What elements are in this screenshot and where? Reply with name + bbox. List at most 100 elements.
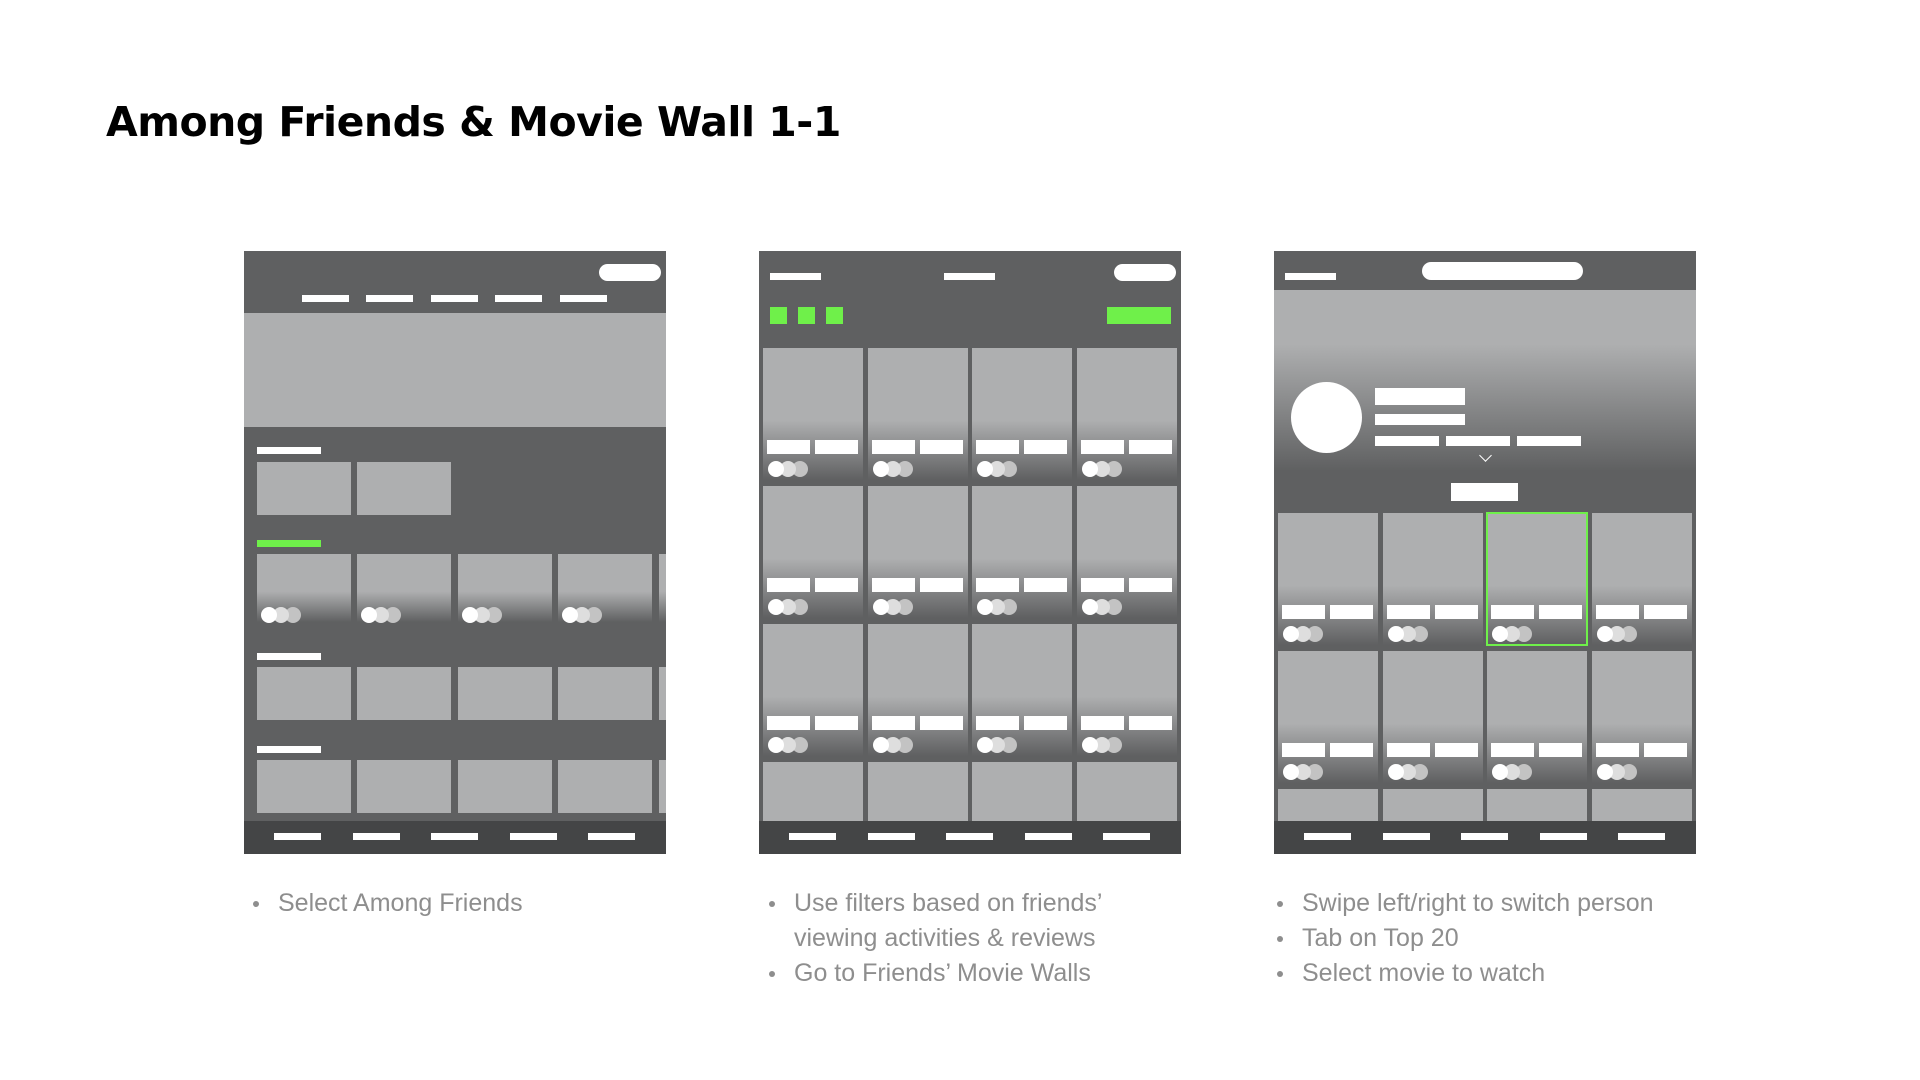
nav-tab[interactable]	[431, 295, 478, 302]
note-item: Go to Friends’ Movie Walls	[764, 956, 1102, 991]
thumbnail[interactable]	[357, 462, 451, 515]
movie-tile[interactable]	[1487, 789, 1587, 822]
movie-tile[interactable]	[1077, 762, 1177, 822]
movie-tile[interactable]	[763, 762, 863, 822]
friend-avatars	[1082, 599, 1128, 615]
bottom-nav-item[interactable]	[1618, 833, 1665, 840]
thumbnail[interactable]	[659, 760, 666, 813]
friend-avatars	[1597, 626, 1643, 642]
note-item-continued: viewing activities & reviews	[794, 924, 1096, 952]
movie-tile[interactable]	[868, 762, 968, 822]
nav-tab[interactable]	[560, 295, 607, 302]
section-heading	[257, 653, 321, 660]
movie-tile[interactable]	[1486, 512, 1588, 646]
friend-avatars	[977, 599, 1023, 615]
bottom-nav-item[interactable]	[1461, 833, 1508, 840]
friend-avatars	[1283, 626, 1329, 642]
movie-tile[interactable]	[1487, 651, 1587, 783]
bottom-nav-item[interactable]	[274, 833, 321, 840]
search-pill[interactable]	[599, 264, 661, 281]
thumbnail[interactable]	[257, 462, 351, 515]
thumbnail[interactable]	[458, 667, 552, 720]
tile-label	[1596, 605, 1639, 619]
filter-chip[interactable]	[798, 307, 815, 324]
among-friends-heading[interactable]	[257, 540, 321, 547]
wireframe-friends-filter-grid	[759, 251, 1181, 854]
movie-tile[interactable]	[1383, 789, 1483, 822]
bottom-nav-item[interactable]	[431, 833, 478, 840]
friend-avatars	[1597, 764, 1643, 780]
nav-tab[interactable]	[495, 295, 542, 302]
bottom-nav	[759, 821, 1181, 854]
back-link[interactable]	[1285, 273, 1336, 280]
movie-tile[interactable]	[1592, 789, 1692, 822]
filter-button[interactable]	[1107, 307, 1171, 324]
movie-tile[interactable]	[1278, 651, 1378, 783]
movie-tile[interactable]	[868, 486, 968, 618]
movie-tile[interactable]	[1383, 651, 1483, 783]
friend-avatars	[873, 599, 919, 615]
movie-tile[interactable]	[972, 762, 1072, 822]
movie-tile[interactable]	[1592, 513, 1692, 645]
movie-tile[interactable]	[1077, 348, 1177, 480]
tile-label	[1129, 440, 1172, 454]
friend-avatars	[261, 607, 307, 623]
profile-stat	[1517, 436, 1581, 446]
top-20-tab[interactable]	[1451, 483, 1518, 501]
tile-label	[1081, 440, 1124, 454]
movie-tile[interactable]	[1077, 486, 1177, 618]
note-item: Use filters based on friends’	[764, 886, 1102, 921]
movie-tile[interactable]	[868, 348, 968, 480]
friend-avatars	[977, 461, 1023, 477]
profile-stat	[1446, 436, 1510, 446]
bottom-nav-item[interactable]	[353, 833, 400, 840]
movie-tile[interactable]	[763, 624, 863, 756]
movie-tile[interactable]	[1383, 513, 1483, 645]
tile-label	[1596, 743, 1639, 757]
thumbnail[interactable]	[257, 760, 351, 813]
movie-tile[interactable]	[972, 624, 1072, 756]
hero-banner[interactable]	[244, 313, 666, 427]
thumbnail[interactable]	[558, 667, 652, 720]
bottom-nav-item[interactable]	[1025, 833, 1072, 840]
back-link[interactable]	[770, 273, 821, 280]
bottom-nav-item[interactable]	[588, 833, 635, 840]
movie-tile[interactable]	[972, 348, 1072, 480]
bottom-nav-item[interactable]	[510, 833, 557, 840]
bottom-nav-item[interactable]	[789, 833, 836, 840]
thumbnail[interactable]	[357, 760, 451, 813]
search-pill[interactable]	[1114, 264, 1176, 281]
filter-chip[interactable]	[770, 307, 787, 324]
filter-chip[interactable]	[826, 307, 843, 324]
friend-movie-tile[interactable]	[659, 554, 666, 622]
movie-tile[interactable]	[1077, 624, 1177, 756]
nav-tab[interactable]	[302, 295, 349, 302]
movie-tile[interactable]	[1278, 513, 1378, 645]
bottom-nav-item[interactable]	[868, 833, 915, 840]
movie-tile[interactable]	[868, 624, 968, 756]
bottom-nav-item[interactable]	[1540, 833, 1587, 840]
bottom-nav-item[interactable]	[1304, 833, 1351, 840]
movie-tile[interactable]	[763, 486, 863, 618]
nav-tab[interactable]	[366, 295, 413, 302]
movie-tile[interactable]	[972, 486, 1072, 618]
tile-label	[976, 716, 1019, 730]
search-pill[interactable]	[1422, 262, 1583, 280]
movie-tile[interactable]	[763, 348, 863, 480]
movie-tile[interactable]	[1592, 651, 1692, 783]
thumbnail[interactable]	[659, 667, 666, 720]
bottom-nav-item[interactable]	[1383, 833, 1430, 840]
profile-avatar[interactable]	[1291, 382, 1362, 453]
friend-avatars	[1082, 461, 1128, 477]
thumbnail[interactable]	[458, 760, 552, 813]
friend-avatars	[1082, 737, 1128, 753]
thumbnail[interactable]	[357, 667, 451, 720]
tile-label	[767, 578, 810, 592]
tile-label	[872, 440, 915, 454]
tile-label	[1129, 716, 1172, 730]
bottom-nav-item[interactable]	[1103, 833, 1150, 840]
thumbnail[interactable]	[558, 760, 652, 813]
movie-tile[interactable]	[1278, 789, 1378, 822]
bottom-nav-item[interactable]	[946, 833, 993, 840]
thumbnail[interactable]	[257, 667, 351, 720]
